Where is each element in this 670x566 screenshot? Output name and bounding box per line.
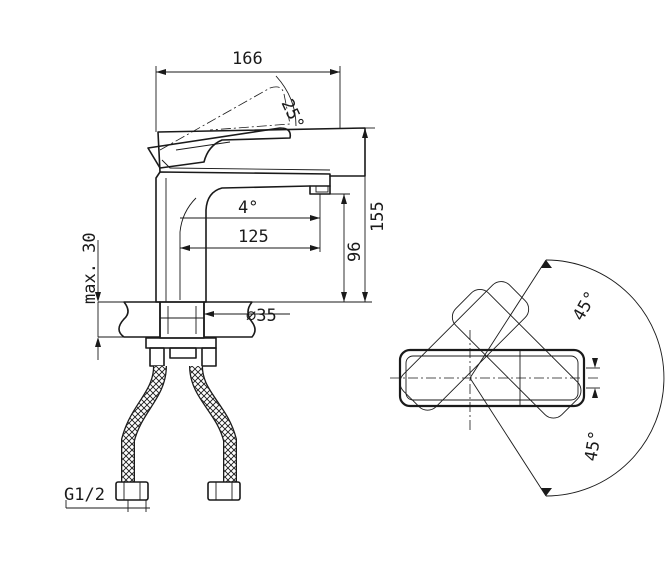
width-total-label: 166 <box>232 49 263 69</box>
mounting-shank <box>145 301 217 367</box>
max-deck-label: max. 30 <box>80 232 100 304</box>
side-view: 166 25° 155 96 4° 125 max. 30 ⌀35 G1/2 <box>64 49 388 512</box>
countertop-section <box>98 301 256 338</box>
height-total-label: 155 <box>368 201 388 232</box>
swing-arc <box>545 259 665 497</box>
lever-tilt-label: 25° <box>277 96 308 132</box>
hole-diameter-label: ⌀35 <box>246 306 277 326</box>
swing-lower-label: 45° <box>581 429 606 463</box>
swing-upper-label: 45° <box>569 288 602 325</box>
spout-angle-label: 4° <box>238 198 258 218</box>
top-view: 45° 45° <box>390 259 665 497</box>
spout-height-label: 96 <box>345 242 365 262</box>
dimension-lines <box>65 66 375 509</box>
supply-hoses <box>115 365 241 512</box>
thread-label: G1/2 <box>64 485 105 505</box>
spout-reach-label: 125 <box>238 227 269 247</box>
